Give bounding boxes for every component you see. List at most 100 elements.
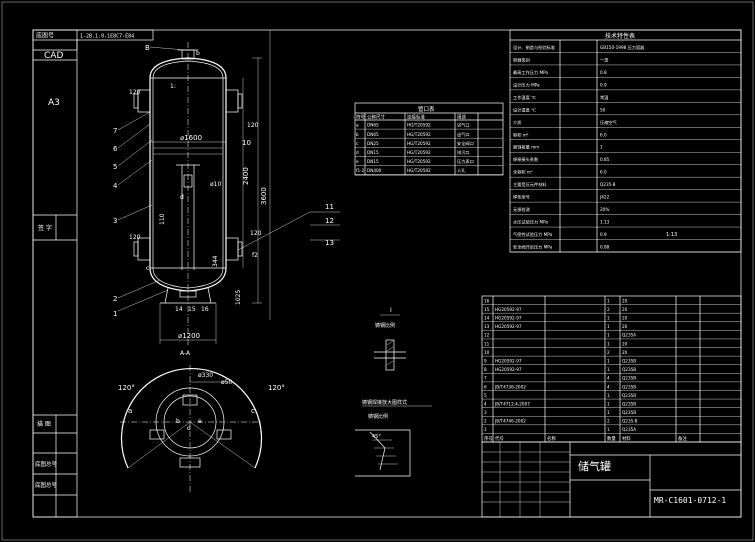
- plan-angle-left: 120°: [118, 384, 135, 392]
- nozzle-cell: DN65: [367, 123, 379, 128]
- parts-cell: 4: [607, 376, 610, 381]
- parts-cell: HG20592-97: [495, 359, 522, 364]
- left-row-3: 底图总号: [35, 481, 58, 489]
- parts-cell: 20: [622, 350, 628, 355]
- callout-1: 1: [113, 310, 117, 318]
- weld-angle-label: 45°: [372, 434, 381, 440]
- drawing-title: 储气罐: [578, 459, 611, 473]
- callout-14: 14: [175, 306, 183, 313]
- tech-row-value: 6.0: [600, 170, 607, 175]
- tech-row-label: 容器类别: [513, 56, 530, 63]
- parts-cell: Q235B: [622, 384, 636, 389]
- top-head: [149, 57, 227, 79]
- parts-cell: Q235B: [622, 410, 636, 415]
- parts-cell: 2: [607, 307, 610, 312]
- nozzle-cell: 压力表口: [457, 158, 474, 165]
- tech-row-label: 焊条型号: [513, 194, 530, 201]
- nozzle-cell: f1-2: [356, 168, 365, 173]
- tech-row-value: GB150-1998 压力容器: [600, 44, 645, 51]
- parts-cell: 1: [607, 298, 610, 303]
- label-c: c: [146, 265, 149, 272]
- tech-row-label: 水压试验压力 MPa: [513, 219, 548, 226]
- tech-row-value: 一类: [600, 56, 609, 63]
- parts-cell: 13: [484, 324, 490, 329]
- nozzle-cell: 进气口: [457, 122, 470, 129]
- parts-cell: 9: [484, 359, 487, 364]
- tech-row-value: 6.0: [600, 132, 607, 137]
- dim-o10: ø10: [210, 181, 221, 188]
- detail1-caption: 铸钢比例: [375, 322, 395, 329]
- tech-row-value: 0.9: [600, 82, 607, 87]
- dim-diameter-1200: ⌀1200: [178, 332, 200, 340]
- parts-cell: Q235B: [622, 393, 636, 398]
- tech-row-label: 工作温度 ℃: [513, 94, 536, 101]
- callout-10: 10: [242, 139, 251, 147]
- parts-cell: 1: [607, 427, 610, 432]
- tech-row-label: 安全阀开启压力 MPa: [513, 244, 553, 251]
- nozzle-cell: c: [356, 141, 359, 146]
- title-block: 储气罐 MR-C1601-0712-1 1:13: [481, 232, 742, 518]
- dim-diameter-1600: ⌀1600: [180, 134, 202, 142]
- tech-row-label: 设计、制造与检验标准: [513, 44, 555, 51]
- callout-12: 12: [325, 217, 334, 225]
- parts-cell: 15: [484, 307, 490, 312]
- nozzle-cell: DN65: [367, 132, 379, 137]
- parts-cell: 20: [622, 324, 628, 329]
- plan-angle-right: 120°: [268, 384, 285, 392]
- parts-cell: 20: [622, 307, 628, 312]
- tech-row-value: J422: [599, 195, 610, 200]
- parts-cell: 5: [484, 393, 487, 398]
- callout-11: 11: [325, 203, 334, 211]
- tech-row-label: 设计压力 MPa: [513, 81, 540, 88]
- parts-cell: Q235A: [622, 427, 636, 432]
- parts-cell: JB/T4712.4-2007: [494, 401, 530, 406]
- callout-7: 7: [113, 127, 117, 135]
- parts-cell: 2: [607, 350, 610, 355]
- callout-5: 5: [113, 163, 117, 171]
- plan-label-a: a: [128, 407, 132, 415]
- parts-cell: 1: [607, 341, 610, 346]
- tech-row-label: 全容积 m³: [513, 169, 533, 176]
- parts-cell: 1: [607, 393, 610, 398]
- dim-1025: 1025: [235, 290, 242, 305]
- left-top-value: 1-2B.1.0-1E8C7-E84: [80, 34, 134, 40]
- nozzle-cell: DN15: [367, 159, 379, 164]
- parts-cell: 4: [607, 384, 610, 389]
- tech-row-value: 0.88: [600, 245, 610, 250]
- parts-cell: 1: [607, 316, 610, 321]
- parts-cell: Q235B: [622, 367, 636, 372]
- parts-cell: HG20592-97: [495, 324, 522, 329]
- nozzle-col-standard: 连接标准: [407, 114, 425, 121]
- tech-row-label: 焊接接头系数: [513, 156, 539, 163]
- sign-label: 签 字: [38, 224, 52, 232]
- parts-cell: Q235B: [622, 359, 636, 364]
- dim-120-bottom-right: 120: [250, 230, 262, 237]
- nozzle-col-purpose: 用途: [457, 114, 466, 121]
- parts-cell: JB/T4736-2002: [494, 384, 526, 389]
- tech-row-label: 容积 m³: [513, 131, 529, 138]
- parts-column-header: 备注: [678, 435, 687, 442]
- parts-cell: HG20592-97: [495, 316, 522, 321]
- callout-B: B: [145, 44, 150, 52]
- tech-row-label: 气密性试验压力 MPa: [513, 231, 553, 238]
- plan-section-label: A-A: [180, 350, 191, 357]
- parts-cell: 1: [607, 367, 610, 372]
- plan-label-e: e: [198, 418, 202, 425]
- label-f2: f2: [252, 252, 258, 259]
- plan-label-b: b: [176, 418, 180, 425]
- nozzle-cell: DN400: [367, 168, 382, 173]
- dim-3600: 3600: [260, 187, 268, 205]
- label-d: d: [180, 194, 184, 201]
- nozzle-table-title: 管口表: [418, 105, 435, 113]
- sheet-size-label: A3: [48, 98, 60, 108]
- parts-column-header: 材料: [622, 435, 631, 442]
- nozzle-cell: e: [356, 159, 359, 164]
- tech-row-label: 设计温度 ℃: [513, 106, 536, 113]
- tech-row-value: 0.9: [600, 232, 607, 237]
- tech-row-label: 无损检测: [513, 206, 530, 213]
- parts-column-header: 数量: [607, 435, 616, 442]
- detail1-title: I: [390, 307, 392, 314]
- callout-13: 13: [325, 239, 334, 247]
- dim-120-top-left: 120: [129, 89, 141, 96]
